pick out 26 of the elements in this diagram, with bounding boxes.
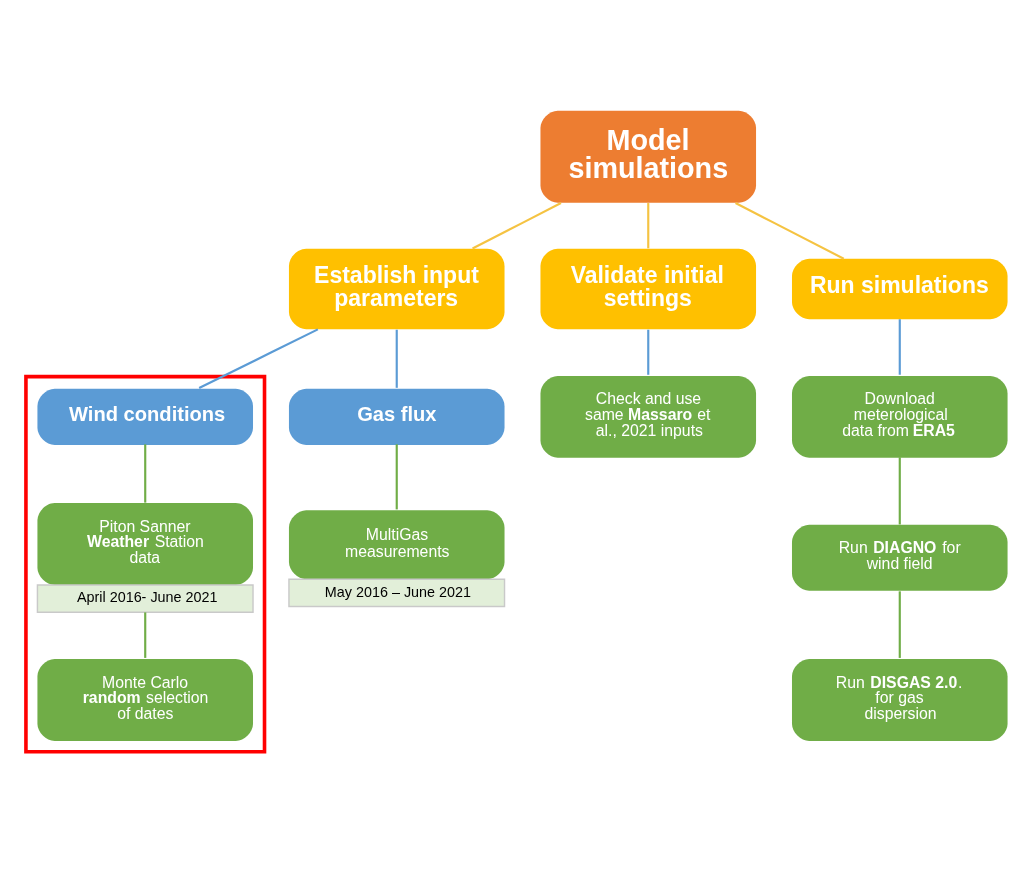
connector	[472, 201, 562, 249]
connector	[395, 329, 398, 388]
node-box: Download meterological data from ERA5	[792, 375, 1008, 458]
connector	[395, 443, 398, 509]
node-box: Model simulations	[540, 110, 757, 203]
node-label: April 2016- June 2021	[76, 588, 218, 605]
connector	[144, 611, 147, 658]
connector	[647, 202, 650, 248]
connector	[735, 201, 845, 260]
connector	[198, 327, 319, 389]
node-box: Check and use same Massaro et al., 2021 inputs	[540, 375, 757, 458]
node-box: Monte Carlo random selection of dates	[37, 658, 253, 741]
connector	[898, 456, 901, 524]
node-box: Run DIAGNO for wind field	[792, 524, 1008, 591]
connector	[898, 318, 901, 375]
node-box: Gas flux	[288, 388, 505, 445]
node-box: Establish input parameters	[288, 248, 505, 329]
cluster	[24, 374, 267, 754]
connector	[898, 590, 901, 658]
node-box: Run DISGAS 2.0. for gas dispersion	[792, 658, 1008, 741]
node-box: Run simulations	[792, 258, 1008, 319]
node-label: May 2016 – June 2021	[324, 583, 471, 600]
node-box: Validate initial settings	[540, 248, 757, 329]
connector	[144, 443, 147, 503]
connector	[647, 329, 650, 375]
node-box: Wind conditions	[37, 388, 253, 445]
